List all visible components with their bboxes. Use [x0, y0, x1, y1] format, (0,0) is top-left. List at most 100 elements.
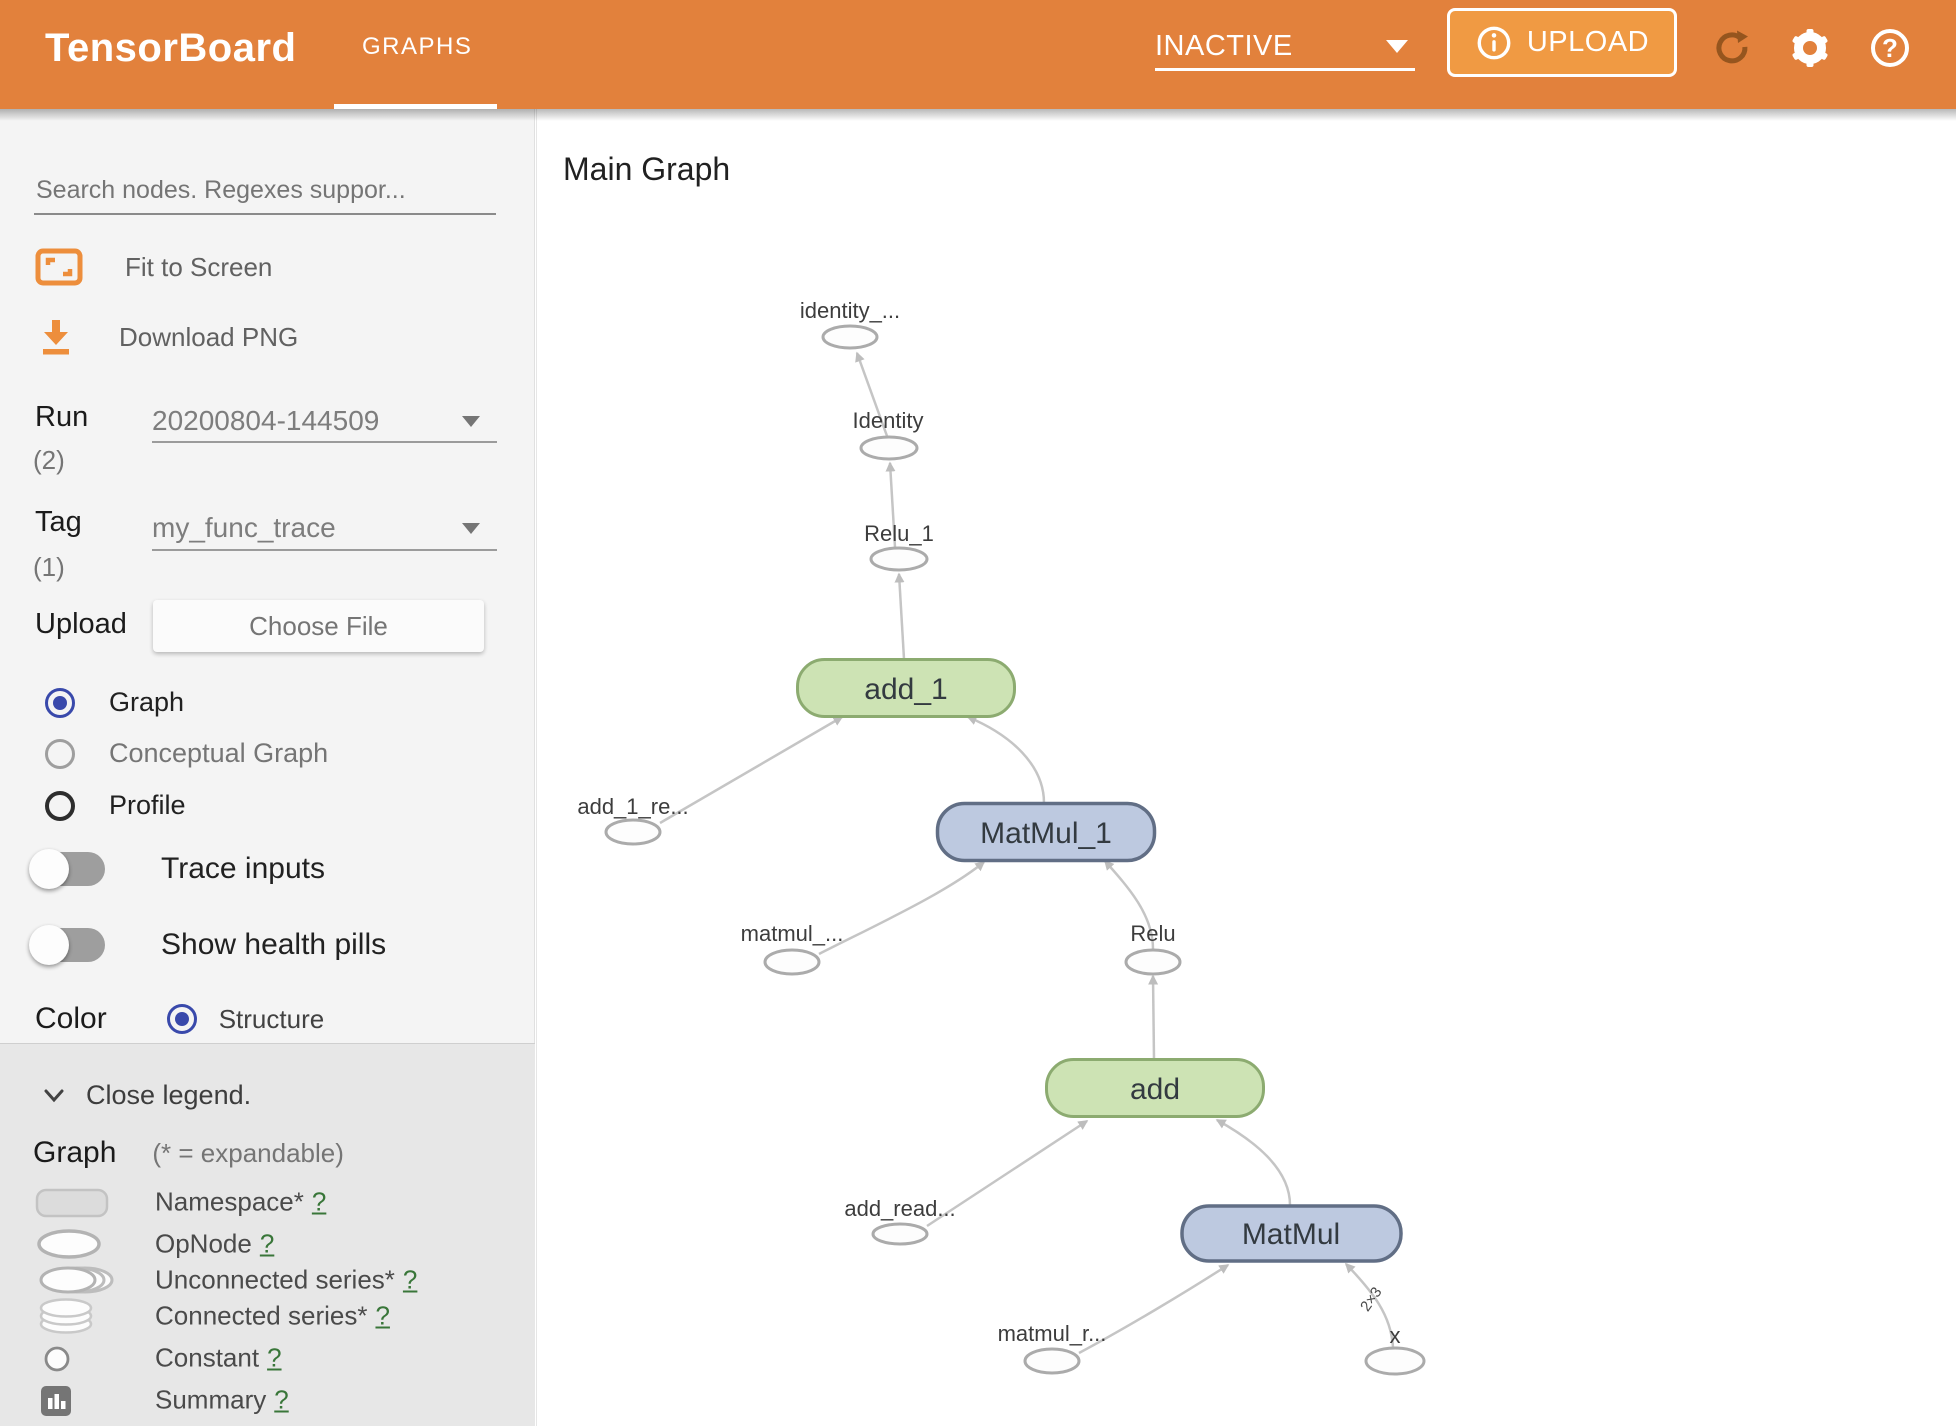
trace-inputs-label: Trace inputs [161, 852, 325, 885]
color-by-row: Color Structure [35, 1002, 324, 1036]
node-label: add [1130, 1073, 1180, 1106]
node-matmul-read[interactable] [763, 948, 821, 976]
node-relu-1[interactable] [869, 546, 929, 572]
node-label: MatMul [1242, 1218, 1340, 1251]
upload-label: Upload [35, 608, 127, 640]
help-link[interactable]: ? [375, 1300, 390, 1331]
upload-button[interactable]: UPLOAD [1447, 8, 1677, 77]
help-link[interactable]: ? [402, 1264, 418, 1295]
legend-item-connected-series: Connected series*? [0, 1296, 535, 1336]
tag-label: Tag [35, 506, 82, 538]
structure-label: Structure [218, 1003, 325, 1034]
search-input[interactable] [34, 167, 496, 215]
legend-item-namespace: Namespace*? [0, 1182, 535, 1222]
node-label: x [1390, 1323, 1401, 1348]
download-png-button[interactable]: Download PNG [35, 318, 298, 356]
node-label: matmul_... [741, 921, 844, 946]
radio-profile[interactable]: Profile [45, 790, 186, 821]
graph-op-nodes: identity_... Identity Relu_1 add_1_re...… [577, 298, 1426, 1376]
unconnected-series-icon [35, 1266, 121, 1299]
legend-item-constant: Constant? [0, 1338, 535, 1378]
node-add-box[interactable] [1045, 1058, 1265, 1118]
node-label: add_read... [844, 1196, 955, 1221]
connected-series-icon [38, 1298, 98, 1339]
chevron-down-icon[interactable] [1386, 40, 1408, 53]
node-identity-out[interactable] [821, 324, 879, 350]
edge [1078, 1263, 1230, 1355]
legend-item-opnode: OpNode? [0, 1224, 535, 1264]
show-health-pills-toggle[interactable]: Show health pills [29, 925, 387, 965]
download-icon [35, 318, 77, 356]
upload-button-label: UPLOAD [1526, 26, 1650, 58]
node-label: Identity [853, 408, 924, 433]
opnode-icon [35, 1228, 105, 1265]
run-chevron-down-icon[interactable] [462, 416, 480, 427]
tag-dropdown[interactable]: my_func_trace [152, 512, 336, 543]
edge [1148, 974, 1159, 1060]
radio-unselected-icon [45, 790, 75, 821]
radio-selected-icon [45, 687, 75, 718]
help-link[interactable]: ? [274, 1384, 289, 1415]
node-add-read[interactable] [871, 1222, 929, 1246]
tab-graphs[interactable]: GRAPHS [362, 33, 473, 60]
graph-edges: 2×3 [659, 351, 1395, 1355]
constant-icon [43, 1345, 71, 1378]
legend-label: Connected series* [155, 1300, 368, 1331]
run-dropdown-underline [152, 441, 497, 443]
refresh-icon[interactable] [1712, 27, 1752, 72]
info-icon [1475, 24, 1513, 62]
help-link[interactable]: ? [311, 1186, 327, 1217]
legend-label: OpNode [155, 1228, 252, 1259]
node-label: add_1_re... [577, 794, 688, 819]
node-matmul-1-box[interactable] [935, 801, 1157, 863]
close-legend-button[interactable]: Close legend. [42, 1080, 251, 1111]
help-link[interactable]: ? [267, 1342, 282, 1373]
fit-to-screen-label: Fit to Screen [125, 251, 273, 282]
status-dropdown[interactable]: INACTIVE [1155, 30, 1293, 62]
graph-canvas[interactable]: 2×3 identity_... Identity Relu_1 add_1_r… [537, 109, 1956, 1426]
legend-panel: Close legend. Graph (* = expandable) Nam… [0, 1043, 535, 1426]
radio-graph[interactable]: Graph [45, 687, 184, 718]
run-label: Run [35, 401, 89, 433]
trace-inputs-toggle[interactable]: Trace inputs [29, 849, 325, 889]
fit-to-screen-button[interactable]: Fit to Screen [35, 248, 272, 286]
show-health-pills-label: Show health pills [161, 928, 387, 961]
legend-heading: Graph [33, 1136, 117, 1169]
legend-item-summary: Summary? [0, 1380, 535, 1420]
node-label: Relu [1130, 921, 1175, 946]
graph-main-area: Main Graph 2×3 [536, 109, 1956, 1426]
edge [885, 461, 897, 548]
edge [1344, 1262, 1395, 1348]
gear-icon[interactable] [1790, 28, 1830, 73]
legend-label: Unconnected series* [155, 1264, 395, 1295]
help-icon[interactable]: ? [1868, 26, 1912, 75]
node-matmul-r-read[interactable] [1023, 1347, 1081, 1375]
radio-conceptual-graph[interactable]: Conceptual Graph [45, 738, 328, 769]
node-relu[interactable] [1124, 948, 1182, 976]
node-add-1-box[interactable] [796, 658, 1016, 718]
header-shadow [0, 109, 1956, 121]
choose-file-button[interactable]: Choose File [153, 600, 484, 652]
edge [926, 1119, 1089, 1228]
graph-box-nodes: add_1 MatMul_1 add MatMul [796, 658, 1403, 1263]
node-matmul-box[interactable] [1180, 1204, 1403, 1263]
node-x[interactable] [1364, 1346, 1426, 1376]
node-label: Relu_1 [864, 521, 934, 546]
legend-label: Constant [155, 1342, 260, 1373]
close-legend-label: Close legend. [86, 1080, 252, 1110]
tag-count: (1) [33, 552, 65, 582]
fit-to-screen-icon [35, 248, 83, 286]
status-dropdown-underline [1155, 68, 1415, 71]
run-dropdown[interactable]: 20200804-144509 [152, 405, 380, 436]
node-add-1-read[interactable] [604, 818, 662, 846]
help-link[interactable]: ? [259, 1228, 275, 1259]
legend-heading-row: Graph (* = expandable) [33, 1136, 344, 1170]
node-identity[interactable] [859, 435, 919, 461]
app-title: TensorBoard [45, 26, 297, 70]
tag-chevron-down-icon[interactable] [462, 523, 480, 534]
radio-structure[interactable] [166, 1004, 197, 1034]
svg-text:?: ? [1882, 33, 1898, 63]
edge [855, 351, 889, 437]
edge [818, 861, 986, 956]
